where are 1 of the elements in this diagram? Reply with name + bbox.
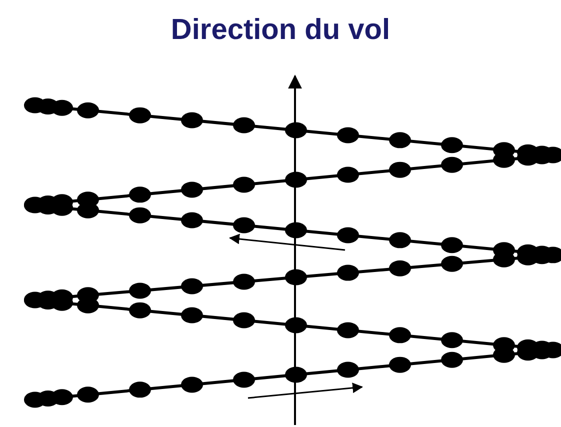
diagram-title: Direction du vol xyxy=(170,14,392,47)
